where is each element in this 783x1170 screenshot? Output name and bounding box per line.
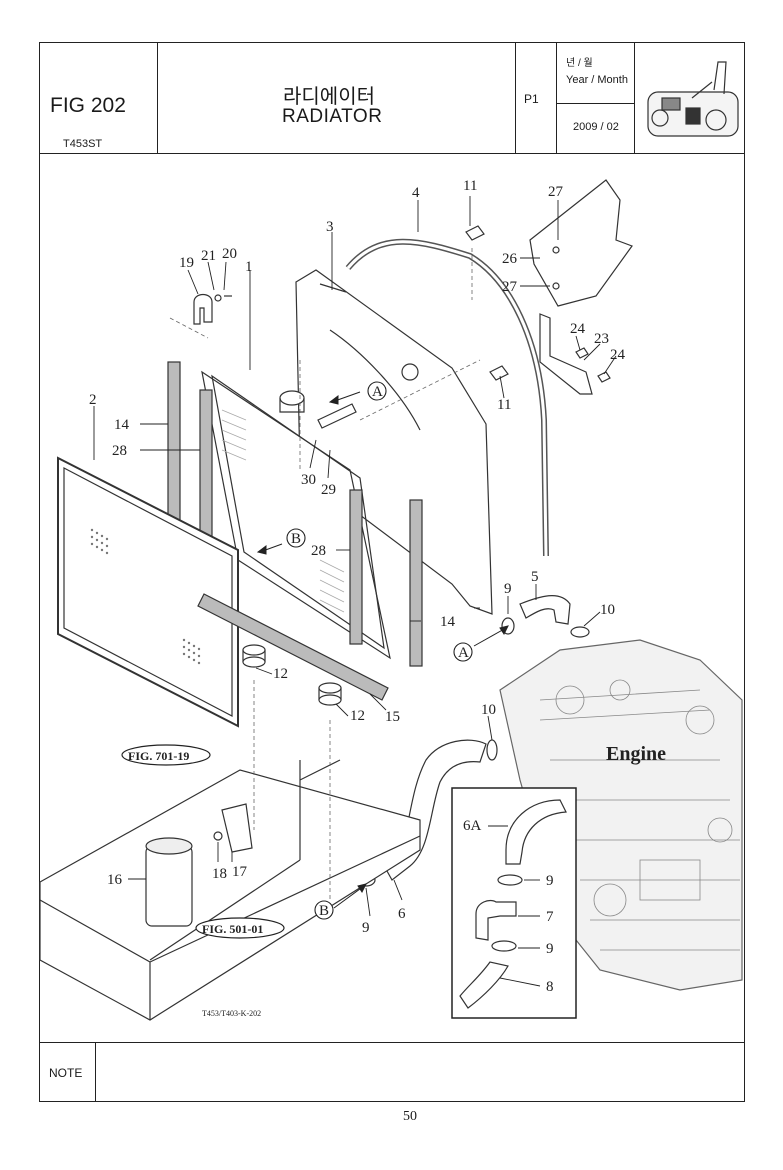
page-label: P1 [524,92,539,106]
callout-23: 23 [594,331,609,347]
callout-18: 18 [212,866,227,882]
note-label: NOTE [49,1066,83,1080]
page-number: 50 [403,1109,417,1124]
callout-24-left: 24 [570,321,586,337]
callout-6a: 6A [463,818,482,834]
header-date-cell [557,42,635,154]
engine-label: Engine [606,743,666,765]
callout-24-right: 24 [610,347,626,363]
callout-2: 2 [89,392,97,408]
header-fig-cell [39,42,158,154]
callout-14-right: 14 [440,614,456,630]
callout-9-inset-bottom: 9 [546,941,554,957]
callout-3: 3 [326,219,334,235]
callout-30: 30 [301,472,316,488]
callout-1: 1 [245,259,253,275]
marker-a-upper: A [372,384,383,400]
marker-b-upper: B [291,531,301,547]
excavator-thumbnail-icon [647,61,739,137]
header-bottom-line [39,153,745,154]
fig-ref-501-01: FIG. 501-01 [202,922,263,936]
callout-7: 7 [546,909,554,925]
callout-14-left: 14 [114,417,130,433]
fig-ref-701-19: FIG. 701-19 [128,749,189,763]
page-frame [39,42,745,1102]
callout-9-top: 9 [504,581,512,597]
title-english: RADIATOR [282,106,383,127]
callout-12-left: 12 [273,666,288,682]
callout-28: 28 [311,543,326,559]
year-month-english: Year / Month [566,74,628,86]
callout-16: 16 [107,872,123,888]
callout-11: 11 [497,397,511,413]
issue-date: 2009 / 02 [573,121,619,133]
callout-10-top: 10 [600,602,615,618]
callout-8: 8 [546,979,554,995]
callout-27: 27 [502,279,518,295]
callout-26: 26 [502,251,518,267]
header-title-cell [158,42,516,154]
title-korean: 라디에이터 [283,86,375,108]
callout-12-right: 12 [350,708,365,724]
marker-a-lower: A [458,645,469,661]
callout-9-bottom: 9 [362,920,370,936]
marker-b-lower: B [319,903,329,919]
callout-17: 17 [232,864,248,880]
callout-6: 6 [398,906,406,922]
callout-20: 20 [222,246,237,262]
drawing-code: T453/T403-K-202 [202,1009,261,1018]
callout-11-top: 11 [463,178,477,194]
callout-4: 4 [412,185,420,201]
year-month-korean: 년 / 월 [566,58,593,69]
callout-27-top: 27 [548,184,564,200]
callout-28-left: 28 [112,443,127,459]
callout-9-inset-top: 9 [546,873,554,889]
callout-group: 4 11 27 26 27 3 20 21 19 1 24 23 24 2 11… [89,178,626,995]
callout-10: 10 [481,702,496,718]
header-page-cell [516,42,557,154]
callout-19: 19 [179,255,194,271]
callout-21: 21 [201,248,216,264]
note-divider [95,1042,96,1102]
callout-29: 29 [321,482,336,498]
date-divider [557,103,635,104]
model-code: T453ST [63,138,103,150]
fig-number: FIG 202 [50,94,126,117]
note-top-line [39,1042,745,1043]
callout-5: 5 [531,569,539,585]
callout-15: 15 [385,709,400,725]
